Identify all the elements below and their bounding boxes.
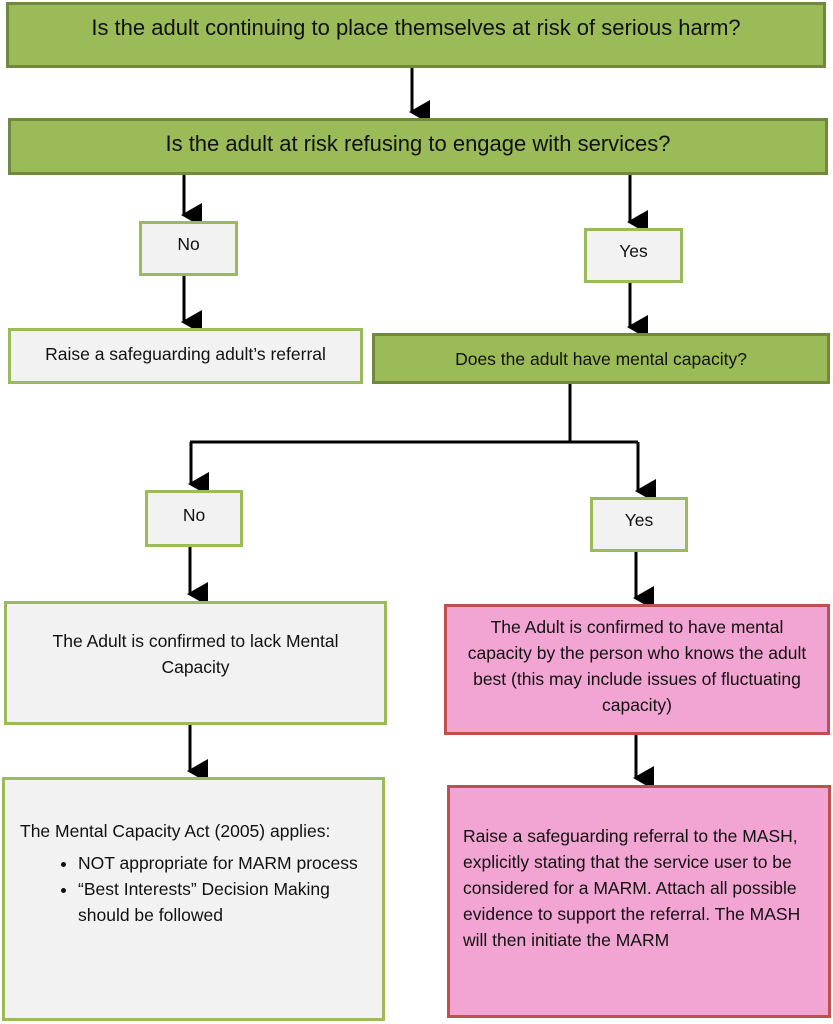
question-mental-capacity: Does the adult have mental capacity?: [372, 333, 830, 384]
question-text: Is the adult continuing to place themsel…: [91, 15, 741, 40]
box-text: Raise a safeguarding adult’s referral: [45, 344, 326, 364]
box-text: The Adult is confirmed to lack Mental Ca…: [52, 631, 339, 677]
mca-bullets: NOT appropriate for MARM process “Best I…: [20, 850, 368, 928]
answer-yes-capacity: Yes: [590, 497, 688, 552]
question-text: Is the adult at risk refusing to engage …: [165, 131, 671, 156]
question-text: Does the adult have mental capacity?: [455, 349, 747, 369]
answer-yes: Yes: [584, 228, 683, 283]
mca-bullet: NOT appropriate for MARM process: [78, 850, 368, 876]
answer-text: No: [182, 505, 206, 525]
has-capacity-box: The Adult is confirmed to have mental ca…: [444, 604, 830, 735]
answer-text: No: [177, 234, 200, 254]
box-text: Raise a safeguarding referral to the MAS…: [463, 826, 801, 950]
question-refusing-services: Is the adult at risk refusing to engage …: [8, 118, 828, 175]
box-text: The Adult is confirmed to have mental ca…: [467, 617, 807, 715]
raise-referral-box: Raise a safeguarding adult’s referral: [8, 328, 363, 384]
answer-no: No: [139, 221, 238, 276]
lack-capacity-box: The Adult is confirmed to lack Mental Ca…: [4, 601, 387, 725]
answer-no-capacity: No: [145, 490, 243, 547]
mca-bullet: “Best Interests” Decision Making should …: [78, 876, 368, 928]
answer-text: Yes: [624, 510, 654, 530]
mash-referral-box: Raise a safeguarding referral to the MAS…: [447, 785, 831, 1018]
mca-heading: The Mental Capacity Act (2005) applies:: [20, 821, 331, 841]
mca-box: The Mental Capacity Act (2005) applies: …: [2, 777, 385, 1021]
answer-text: Yes: [619, 241, 648, 261]
question-risk-of-harm: Is the adult continuing to place themsel…: [6, 2, 826, 68]
